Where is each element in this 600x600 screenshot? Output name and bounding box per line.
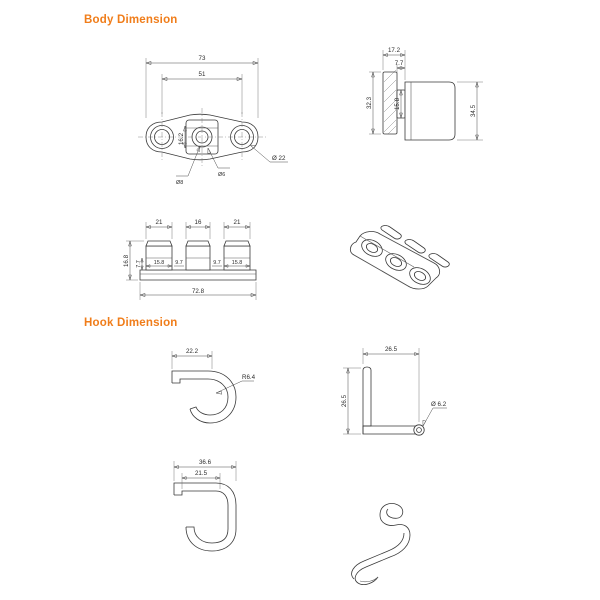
- dim-value-15-8-right: 15.8: [232, 260, 243, 266]
- dim-hole-spacing-51: 51: [161, 71, 243, 114]
- dim-value-34-5: 34.5: [470, 104, 477, 117]
- body-iso-boss-3: [409, 267, 431, 285]
- dim-gap-left-9-7: 9.7: [174, 260, 184, 267]
- section-title-body-dimension: Body Dimension: [84, 14, 178, 26]
- body-front-view: 21 16 21: [118, 210, 318, 310]
- dim-value-22-2: 22.2: [186, 348, 199, 355]
- dim-value-16: 16: [195, 219, 202, 226]
- dim-hole-dia-22: Ø 22: [249, 144, 288, 163]
- hook-u-outline: [171, 370, 237, 424]
- hook-c-profile-view: 36.6 21.5: [150, 455, 290, 575]
- dim-value-17-2: 17.2: [388, 47, 401, 54]
- dim-value-26-5-width: 26.5: [385, 346, 398, 353]
- dim-hook-l-hole-dia-6-2: Ø 6.2: [422, 401, 447, 427]
- section-title-hook-dimension: Hook Dimension: [84, 317, 178, 329]
- dim-hook-l-height-26-5: 26.5: [341, 367, 361, 435]
- dim-hook-c-width-36-6: 36.6: [173, 459, 237, 481]
- dim-mid-boss-16: 16: [185, 219, 211, 239]
- dim-gap-right-9-7: 9.7: [212, 260, 222, 267]
- dim-hole-dia-6: Ø6: [207, 147, 230, 178]
- dim-overall-width-73: 73: [145, 55, 259, 118]
- dim-value-7-7: 7.7: [395, 60, 404, 67]
- dim-value-32-3: 32.3: [366, 96, 373, 109]
- hook-u-profile-view: 22.2 R6.4: [150, 345, 290, 455]
- dim-value-36-6: 36.6: [199, 459, 212, 466]
- dim-hook-u-radius-r6-4: R6.4: [215, 374, 256, 395]
- dim-step-width-7-7: 7.7: [395, 60, 406, 88]
- hook-isometric-view: [340, 495, 460, 595]
- dim-value-51: 51: [199, 71, 206, 78]
- dim-value-16-2: 16.2: [178, 132, 185, 145]
- hook-l-bracket-view: 26.5 26.5 Ø 6.2: [335, 342, 475, 452]
- hook-c-outline: [173, 482, 237, 552]
- dim-value-72-8: 72.8: [192, 288, 205, 295]
- dim-left-height-32-3: 32.3: [366, 71, 381, 135]
- dim-lip-7-7: 7.7: [136, 257, 144, 271]
- dim-hook-u-width-22-2: 22.2: [171, 348, 213, 369]
- dim-hook-l-width-26-5: 26.5: [362, 346, 420, 422]
- dim-value-15-8: 15.8: [394, 97, 401, 110]
- dim-inner-height-16-2: 16.2: [178, 125, 187, 149]
- dim-hole-dia-8: Ø8: [176, 145, 201, 186]
- dim-value-9-7-right: 9.7: [213, 260, 221, 266]
- body-top-centerlines: [138, 108, 266, 166]
- dim-value-dia-6-2: Ø 6.2: [431, 401, 447, 408]
- dim-value-21-left: 21: [156, 219, 163, 226]
- dim-value-21-right: 21: [234, 219, 241, 226]
- dim-value-7-7-lip: 7.7: [136, 260, 142, 268]
- dim-hook-c-inner-21-5: 21.5: [181, 470, 221, 489]
- hook-iso-outline: [351, 503, 411, 585]
- dim-value-21-5: 21.5: [195, 470, 208, 477]
- dim-right-boss-21: 21: [223, 219, 251, 239]
- dim-value-dia-6: Ø6: [218, 172, 225, 178]
- dim-base-right-15-8: 15.8: [223, 260, 251, 268]
- body-isometric-view: [336, 222, 476, 312]
- body-top-view: 73 51 16.2: [130, 38, 330, 188]
- body-iso-boss-2: [385, 253, 407, 271]
- dim-value-r6-4: R6.4: [242, 374, 256, 381]
- dim-value-dia-22: Ø 22: [272, 155, 286, 162]
- dim-value-16-8: 16.8: [123, 254, 130, 267]
- section-hatch: [383, 69, 397, 135]
- dim-value-15-8-left: 15.8: [154, 260, 165, 266]
- dim-left-boss-21: 21: [145, 219, 173, 239]
- dim-top-width-17-2: 17.2: [382, 47, 406, 80]
- dim-value-73: 73: [199, 55, 206, 62]
- body-iso-outline: [350, 225, 450, 290]
- dim-inner-height-15-8: 15.8: [394, 89, 403, 119]
- body-side-view: 17.2 7.7 32.3: [355, 42, 515, 182]
- dim-overall-72-8: 72.8: [139, 282, 257, 300]
- body-front-outline: [139, 240, 257, 281]
- dim-base-left-15-8: 15.8: [145, 260, 173, 268]
- hook-l-outline: [362, 366, 425, 436]
- dim-height-16-8: 16.8: [123, 240, 144, 281]
- body-iso-boss-1: [361, 239, 383, 257]
- dim-value-9-7-left: 9.7: [175, 260, 183, 266]
- dim-value-26-5-height: 26.5: [341, 394, 348, 407]
- dim-value-dia-8: Ø8: [176, 180, 183, 186]
- dim-right-height-34-5: 34.5: [457, 81, 483, 141]
